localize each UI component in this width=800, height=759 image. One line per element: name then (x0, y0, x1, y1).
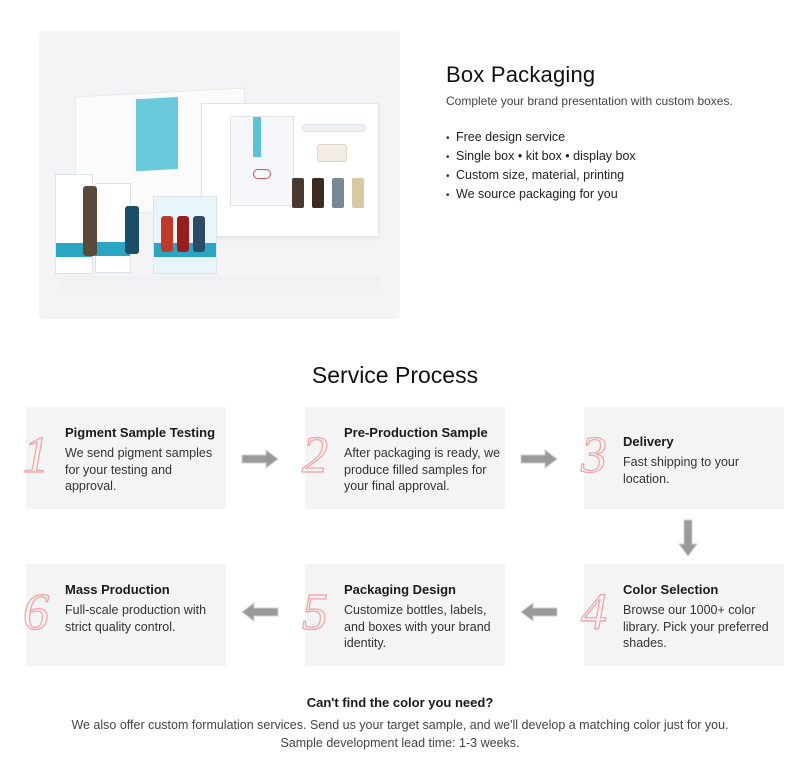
box-band (96, 242, 130, 256)
arrow-left-icon (240, 602, 280, 622)
step-number: 4 (562, 580, 630, 646)
card-stripe (253, 117, 261, 157)
vial (332, 178, 344, 208)
step-title: Pigment Sample Testing (65, 425, 216, 440)
vial (312, 178, 324, 208)
arrow-left-icon (519, 602, 559, 622)
lead-time-text: Sample development lead time: 1-3 weeks. (280, 736, 520, 750)
step-title: Mass Production (65, 582, 170, 597)
cream-jar (317, 144, 347, 162)
feature-item: Single box • kit box • display box (446, 147, 636, 166)
step-title: Packaging Design (344, 582, 456, 597)
step-title: Pre-Production Sample (344, 425, 488, 440)
bottle (161, 216, 173, 252)
arrow-right-icon (240, 449, 280, 469)
packaging-product-image (39, 31, 400, 319)
step-card-1: 1 Pigment Sample Testing We send pigment… (22, 407, 226, 509)
feature-item: Free design service (446, 128, 636, 147)
reflection (59, 276, 380, 296)
step-card-6: 6 Mass Production Full-scale production … (22, 564, 226, 666)
step-title: Color Selection (623, 582, 719, 597)
lid-stripe (136, 97, 178, 172)
step-card-4: 4 Color Selection Browse our 1000+ color… (580, 564, 784, 666)
packaging-title: Box Packaging (446, 62, 596, 87)
custom-formulation-text: We also offer custom formulation service… (71, 718, 729, 732)
step-number: 5 (283, 580, 351, 646)
vial (352, 178, 364, 208)
step-card-2: 2 Pre-Production Sample After packaging … (301, 407, 505, 509)
instruction-card (230, 116, 294, 206)
packaging-feature-list: Free design service Single box • kit box… (446, 128, 636, 204)
step-card-3: 3 Delivery Fast shipping to your locatio… (580, 407, 784, 509)
step-description: Full-scale production with strict qualit… (65, 603, 207, 634)
step-card-5: 5 Packaging Design Customize bottles, la… (301, 564, 505, 666)
bottle (193, 216, 205, 252)
service-process-title: Service Process (311, 362, 479, 388)
arrow-right-icon (519, 449, 559, 469)
feature-item: We source packaging for you (446, 185, 636, 204)
step-number: 3 (562, 423, 630, 489)
bottle (125, 206, 139, 254)
packaging-subtitle: Complete your brand presentation with cu… (446, 94, 733, 108)
bottle (177, 216, 189, 252)
step-description: We send pigment samples for your testing… (65, 446, 213, 493)
step-description: Fast shipping to your location. (623, 455, 740, 486)
vial (292, 178, 304, 208)
kit-tray (201, 103, 379, 237)
step-description: Customize bottles, labels, and boxes wit… (344, 603, 491, 650)
arrow-down-icon (678, 518, 698, 558)
step-description: Browse our 1000+ color library. Pick you… (623, 603, 769, 650)
step-number: 2 (283, 423, 351, 489)
feature-item: Custom size, material, printing (446, 166, 636, 185)
vip-mark (253, 169, 271, 179)
custom-color-question: Can't find the color you need? (306, 695, 494, 710)
step-number: 6 (4, 580, 72, 646)
step-description: After packaging is ready, we produce fil… (344, 446, 501, 493)
bottle (83, 186, 97, 256)
step-title: Delivery (623, 434, 674, 449)
pen (302, 124, 366, 132)
step-number: 1 (4, 423, 72, 489)
